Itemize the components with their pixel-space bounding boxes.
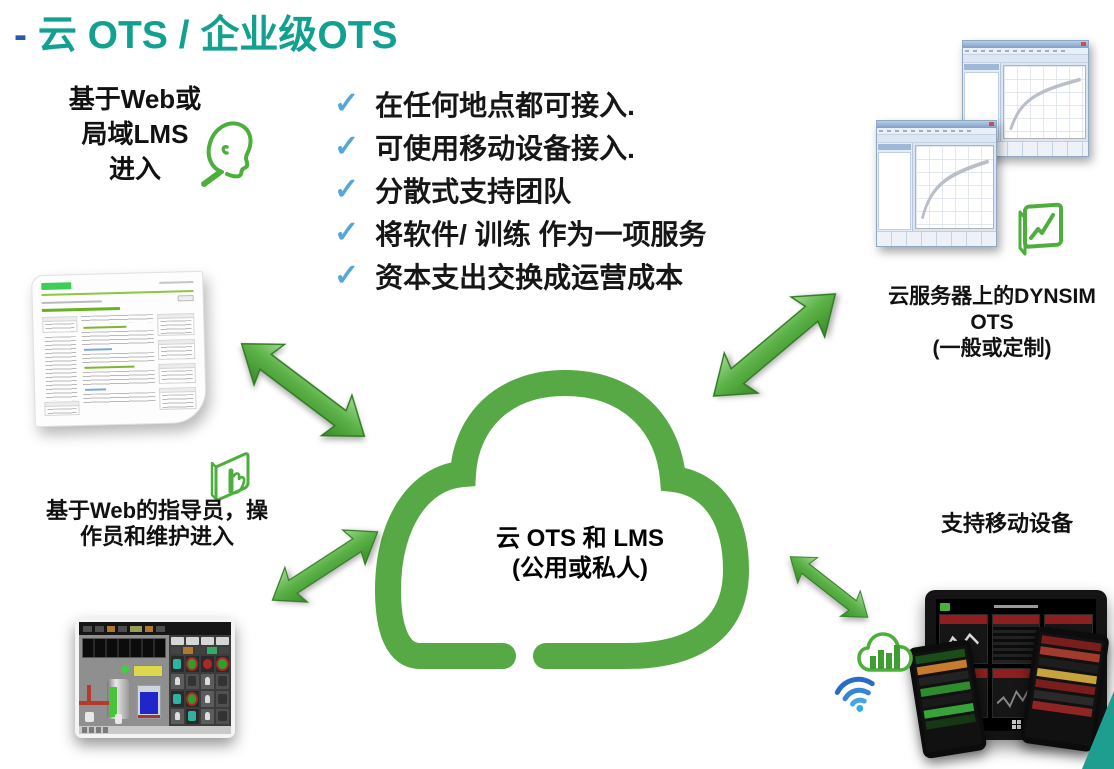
corner-decoration: [1082, 691, 1114, 769]
title-text: 云 OTS / 企业级OTS: [37, 14, 398, 57]
benefits-checklist: ✓在任何地点都可接入. ✓可使用移动设备接入. ✓分散式支持团队 ✓将软件/ 训…: [334, 82, 706, 297]
cloud-label: 云 OTS 和 LMS (公用或私人): [496, 525, 664, 582]
page-title: - 云 OTS / 企业级OTS: [14, 4, 398, 60]
check-icon: ✓: [334, 130, 360, 163]
check-icon: ✓: [334, 259, 360, 292]
arrow-doc-cloud: [240, 343, 366, 437]
trend-chart-area: [914, 145, 994, 229]
trend-chart-area: [1002, 65, 1086, 139]
web-lms-access-label: 基于Web或 局域LMS 进入: [68, 84, 202, 184]
check-icon: ✓: [334, 87, 360, 120]
lms-webpage-screenshot: [31, 270, 207, 428]
arrow-cloud-dynsim: [712, 293, 837, 397]
tank-graphic: [137, 685, 161, 719]
wifi-icon: [834, 676, 875, 712]
trend-chart-icon: [1018, 202, 1063, 256]
app-title: [994, 605, 1038, 608]
window-titlebar: [877, 121, 996, 128]
instructor-caption: 基于Web的指导员，操 作员和维护进入: [45, 498, 269, 549]
mobile-caption: 支持移动设备: [940, 511, 1073, 536]
hmi-process-graphics: [79, 635, 169, 726]
checklist-item: ✓资本支出交换成运营成本: [334, 259, 684, 293]
title-dash: -: [14, 14, 27, 57]
check-icon: ✓: [334, 216, 360, 249]
hmi-thumbnail-grid: [168, 635, 231, 726]
page-button: [177, 295, 194, 302]
schneider-logo: [41, 282, 72, 291]
arrow-cloud-hmi: [271, 529, 379, 603]
lms-page-title-bar: [41, 306, 120, 313]
hmi-screenshot: [75, 618, 235, 738]
app-logo: [940, 603, 950, 611]
cloud-shape: [374, 369, 750, 669]
checklist-item: ✓将软件/ 训练 作为一项服务: [334, 216, 707, 250]
dynsim-caption: 云服务器上的DYNSIM OTS (一般或定制): [888, 285, 1096, 360]
checklist-item: ✓分散式支持团队: [334, 173, 572, 207]
dynsim-window-front: [876, 120, 997, 247]
person-head-icon: [201, 121, 253, 187]
tablet-touch-icon: [210, 452, 250, 502]
windows-logo: [1011, 720, 1021, 729]
tank-graphic: [107, 679, 129, 719]
cloud-stats-icon: [857, 632, 913, 672]
checklist-item: ✓在任何地点都可接入.: [334, 87, 635, 121]
check-icon: ✓: [334, 173, 360, 206]
window-titlebar: [963, 41, 1088, 48]
checklist-item: ✓可使用移动设备接入.: [334, 130, 635, 164]
arrow-cloud-mobile: [789, 556, 869, 618]
